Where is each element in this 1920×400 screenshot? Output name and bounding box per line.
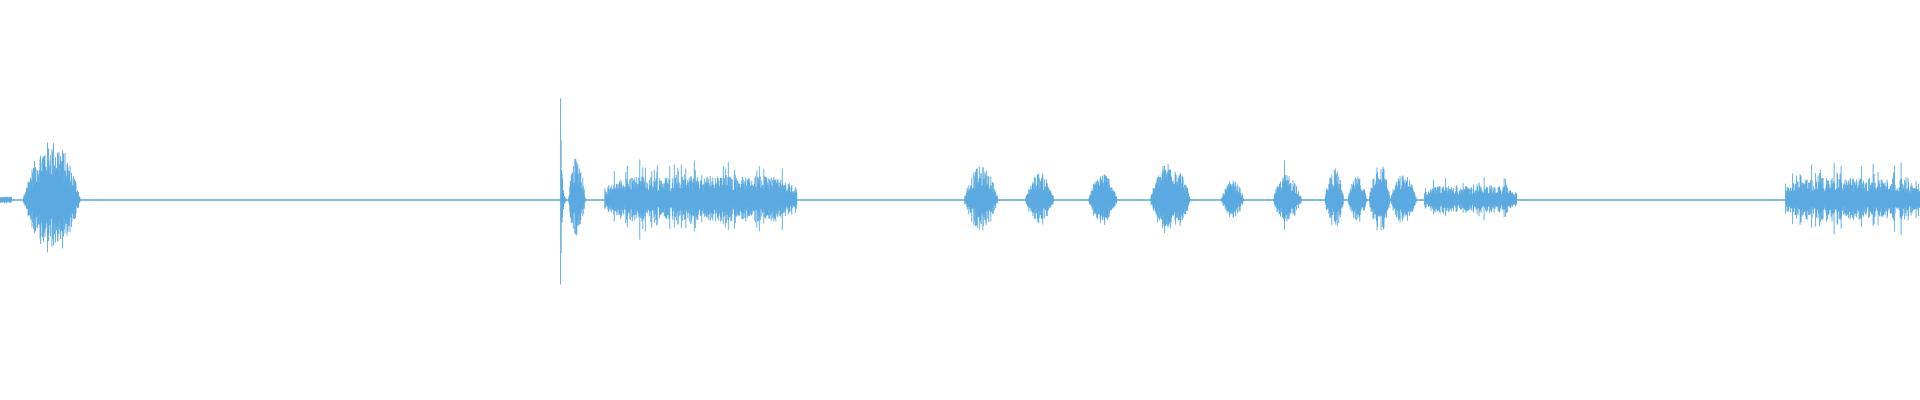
waveform-segment <box>1273 175 1302 222</box>
waveform-segment <box>1785 162 1920 235</box>
waveform-segment <box>1284 160 1289 230</box>
waveform-segment <box>1347 176 1368 222</box>
waveform-segment <box>1150 163 1191 233</box>
waveform-segment <box>1424 177 1518 221</box>
waveform-segment <box>0 196 12 204</box>
waveform-segment <box>1088 174 1118 225</box>
waveform-segment <box>23 142 81 253</box>
waveform-segment <box>568 158 586 236</box>
waveform-segment <box>604 159 798 240</box>
waveform-segment <box>560 98 569 285</box>
waveform-segment <box>1221 180 1245 218</box>
waveform-segment <box>1390 175 1418 223</box>
waveform-segment <box>1025 173 1055 225</box>
waveform-segment <box>1324 168 1345 226</box>
waveform-segment <box>1369 166 1391 231</box>
waveform-segment <box>963 166 999 231</box>
waveform-samples <box>0 98 1920 285</box>
